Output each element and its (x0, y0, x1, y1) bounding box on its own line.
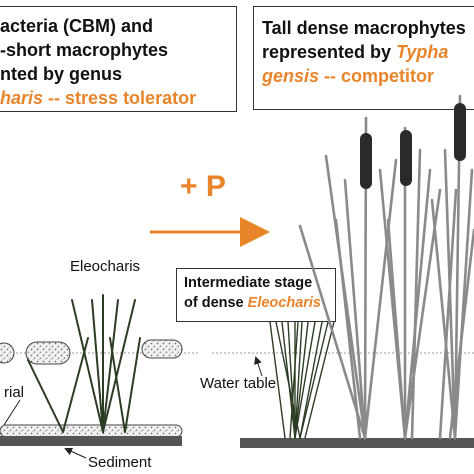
sparse-eleocharis-stems (27, 294, 141, 433)
intermediate-stage-box (176, 268, 336, 322)
right-description-box (253, 6, 474, 110)
left-box-line-4: haris -- stress tolerator (0, 88, 196, 109)
water-table-leader (254, 356, 263, 377)
sediment-label: Sediment (88, 454, 152, 471)
left-box-line-3: nted by genus (0, 64, 123, 84)
intermediate-line-2: of dense Eleocharis (184, 294, 321, 312)
left-box-line-2: -short macrophytes (0, 40, 169, 60)
left-box-line-1: acteria (CBM) and (0, 16, 154, 36)
intermediate-line-1: Intermediate stage (184, 275, 313, 291)
right-box-role: -- competitor (319, 66, 435, 86)
cyanobacteria-mat (0, 342, 15, 364)
right-box-species: gensis (262, 66, 320, 86)
left-description-box (0, 6, 237, 112)
cyanobacteria-mat-bottom (0, 424, 183, 438)
left-box-genus: haris (0, 88, 44, 108)
microbial-label-fragment: rial (4, 384, 25, 401)
sediment-leader (64, 447, 87, 459)
typha-stems (298, 94, 474, 440)
left-box-role: -- stress tolerator (43, 88, 197, 108)
cyanobacteria-mat (141, 339, 183, 359)
right-box-line-3: gensis -- competitor (262, 66, 434, 87)
typha-seed-heads (360, 103, 466, 189)
right-box-line-1: Tall dense macrophytes (262, 18, 466, 38)
right-box-prefix: represented by (262, 42, 397, 62)
right-box-genus: Typha (396, 42, 449, 62)
microbial-leader (3, 399, 21, 426)
right-box-line-2: represented by Typha (262, 42, 448, 63)
sediment-left (0, 436, 182, 446)
eleocharis-label: Eleocharis (70, 258, 141, 275)
sediment-right (240, 438, 474, 448)
dense-eleocharis-stems (269, 321, 335, 439)
intermediate-genus: Eleocharis (247, 295, 321, 311)
intermediate-prefix: of dense (184, 295, 248, 311)
phosphorus-label: + P (180, 170, 226, 203)
water-table-label: Water table (200, 375, 277, 392)
cyanobacteria-mat (25, 341, 71, 365)
